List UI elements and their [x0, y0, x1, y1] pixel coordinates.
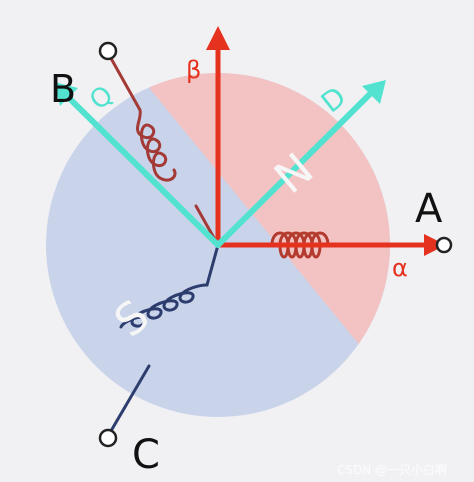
phase-c-terminal: [98, 428, 118, 448]
beta-axis: [206, 26, 230, 245]
rotor-disc: [46, 73, 390, 417]
beta-axis-label: β: [186, 56, 201, 84]
alpha-axis: [218, 234, 446, 256]
phase-a-winding: [270, 231, 330, 259]
d-axis: [215, 80, 386, 248]
phase-c-label: C: [132, 432, 160, 478]
rotor-north-half: [46, 73, 390, 417]
phase-b-label: B: [50, 67, 76, 111]
phase-a-terminal: [435, 236, 453, 254]
phase-a-label: A: [415, 186, 443, 232]
alpha-axis-label: α: [392, 254, 408, 282]
phase-b-terminal: [98, 41, 118, 61]
q-axis: [54, 82, 221, 248]
watermark: CSDN @一只小白啊: [337, 462, 447, 477]
phase-c-winding: [106, 243, 220, 438]
